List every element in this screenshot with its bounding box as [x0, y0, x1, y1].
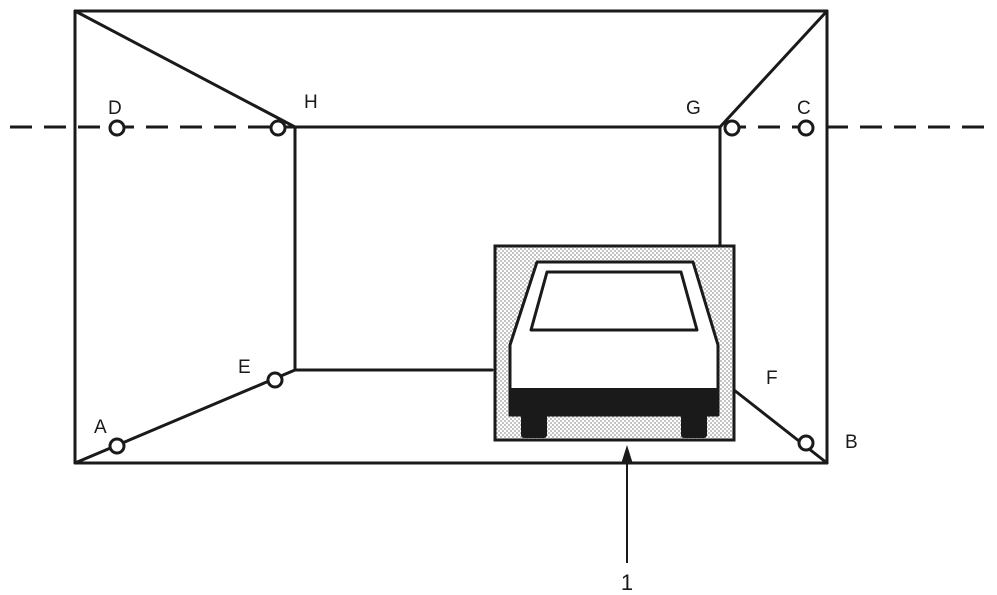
point-b-marker [797, 434, 815, 452]
point-f-label: F [766, 368, 778, 389]
point-c-label: C [797, 98, 811, 119]
edge-top-right [718, 9, 829, 129]
car-windshield [529, 270, 699, 332]
point-g-marker [723, 119, 741, 137]
callout-arrow-head [621, 445, 633, 464]
point-a-label: A [94, 417, 107, 438]
point-b-label: B [845, 432, 858, 453]
outer-frame [73, 9, 829, 465]
edge-bottom-right [732, 388, 829, 465]
point-g-label: G [686, 98, 701, 119]
point-h-label: H [304, 92, 318, 113]
edge-top-left [73, 9, 297, 129]
callout-label: 1 [621, 570, 633, 595]
point-c-marker [797, 119, 815, 137]
car-tyre-left [521, 410, 547, 438]
point-a-marker [108, 437, 126, 455]
edge-bottom-left [73, 368, 297, 465]
point-e-marker [266, 371, 284, 389]
car-tyre-right [681, 410, 707, 438]
point-e-label: E [238, 357, 251, 378]
point-d-marker [108, 119, 126, 137]
point-d-label: D [108, 98, 122, 119]
vehicle-screen [493, 244, 736, 442]
point-h-marker [269, 119, 287, 137]
